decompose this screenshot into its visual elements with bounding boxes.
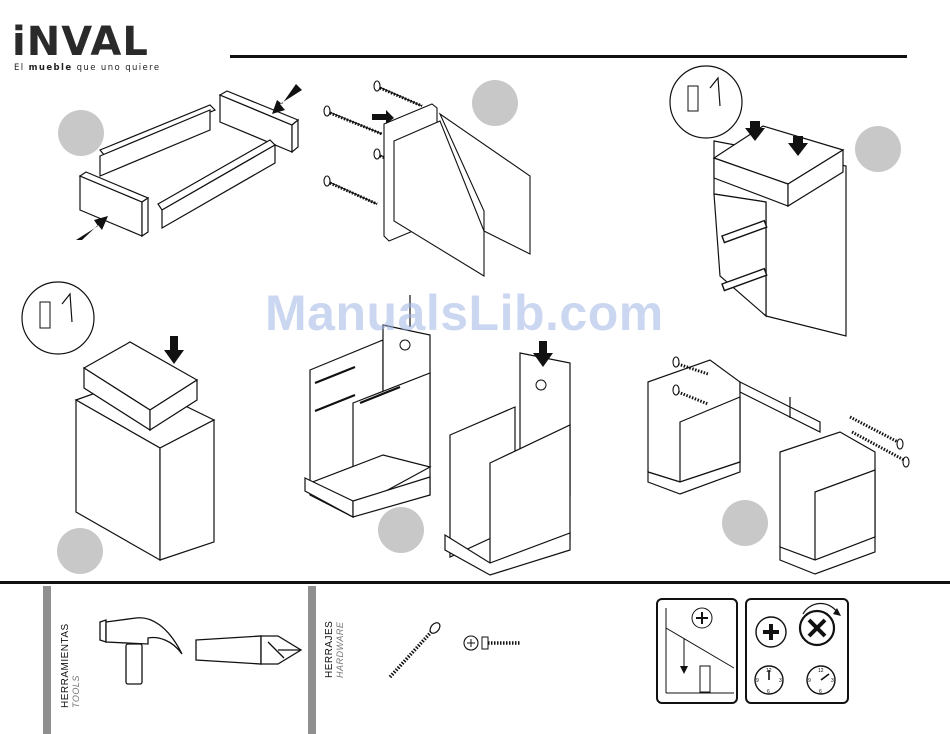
tools-label: HERRAMIENTAS TOOLS [60,623,81,708]
clock2-six: 6 [819,689,822,695]
clock2-twelve: 12 [818,668,824,674]
clock1-six: 6 [767,689,770,695]
hammer-icon [96,614,186,686]
tools-label-text: HERRAMIENTAS [60,623,71,708]
tighten-instruction-box: 12 3 6 9 12 3 6 9 [745,598,849,704]
step4-cabinet-diagram [22,280,222,565]
header-rule [230,55,907,58]
hardware-label: HERRAJES HARDWARE [324,621,345,678]
hardware-side-bar [308,586,316,734]
long-screw-icon [385,620,445,682]
step-circle-3 [855,126,901,172]
tagline-bold: mueble [29,63,73,73]
tagline-suffix: que uno quiere [77,63,161,73]
tools-sublabel: TOOLS [71,623,81,708]
step2-side-panels-diagram [322,76,542,281]
step1-drawer-frame-diagram [70,90,310,250]
tools-side-bar [43,586,51,734]
clock1-twelve: 12 [766,668,772,674]
hardware-label-text: HERRAJES [324,621,335,678]
hardware-sublabel: HARDWARE [335,621,345,678]
tagline-prefix: El [14,63,25,73]
watermark: ManualsLib.com [265,284,664,342]
footer-rule [0,581,950,584]
clock1-nine: 9 [756,678,759,684]
step3-drawer-install-diagram [668,66,858,341]
short-screw-icon [462,632,522,654]
step6-join-cabinets-diagram [640,352,915,577]
clock2-three: 3 [831,678,834,684]
clock2-nine: 9 [808,678,811,684]
screw-insert-instruction-box [656,598,738,704]
screwdriver-icon [196,630,306,670]
clock1-three: 3 [779,678,782,684]
inval-logo: iNVAL [12,22,149,62]
brand-tagline: El mueble que uno quiere [14,63,161,73]
